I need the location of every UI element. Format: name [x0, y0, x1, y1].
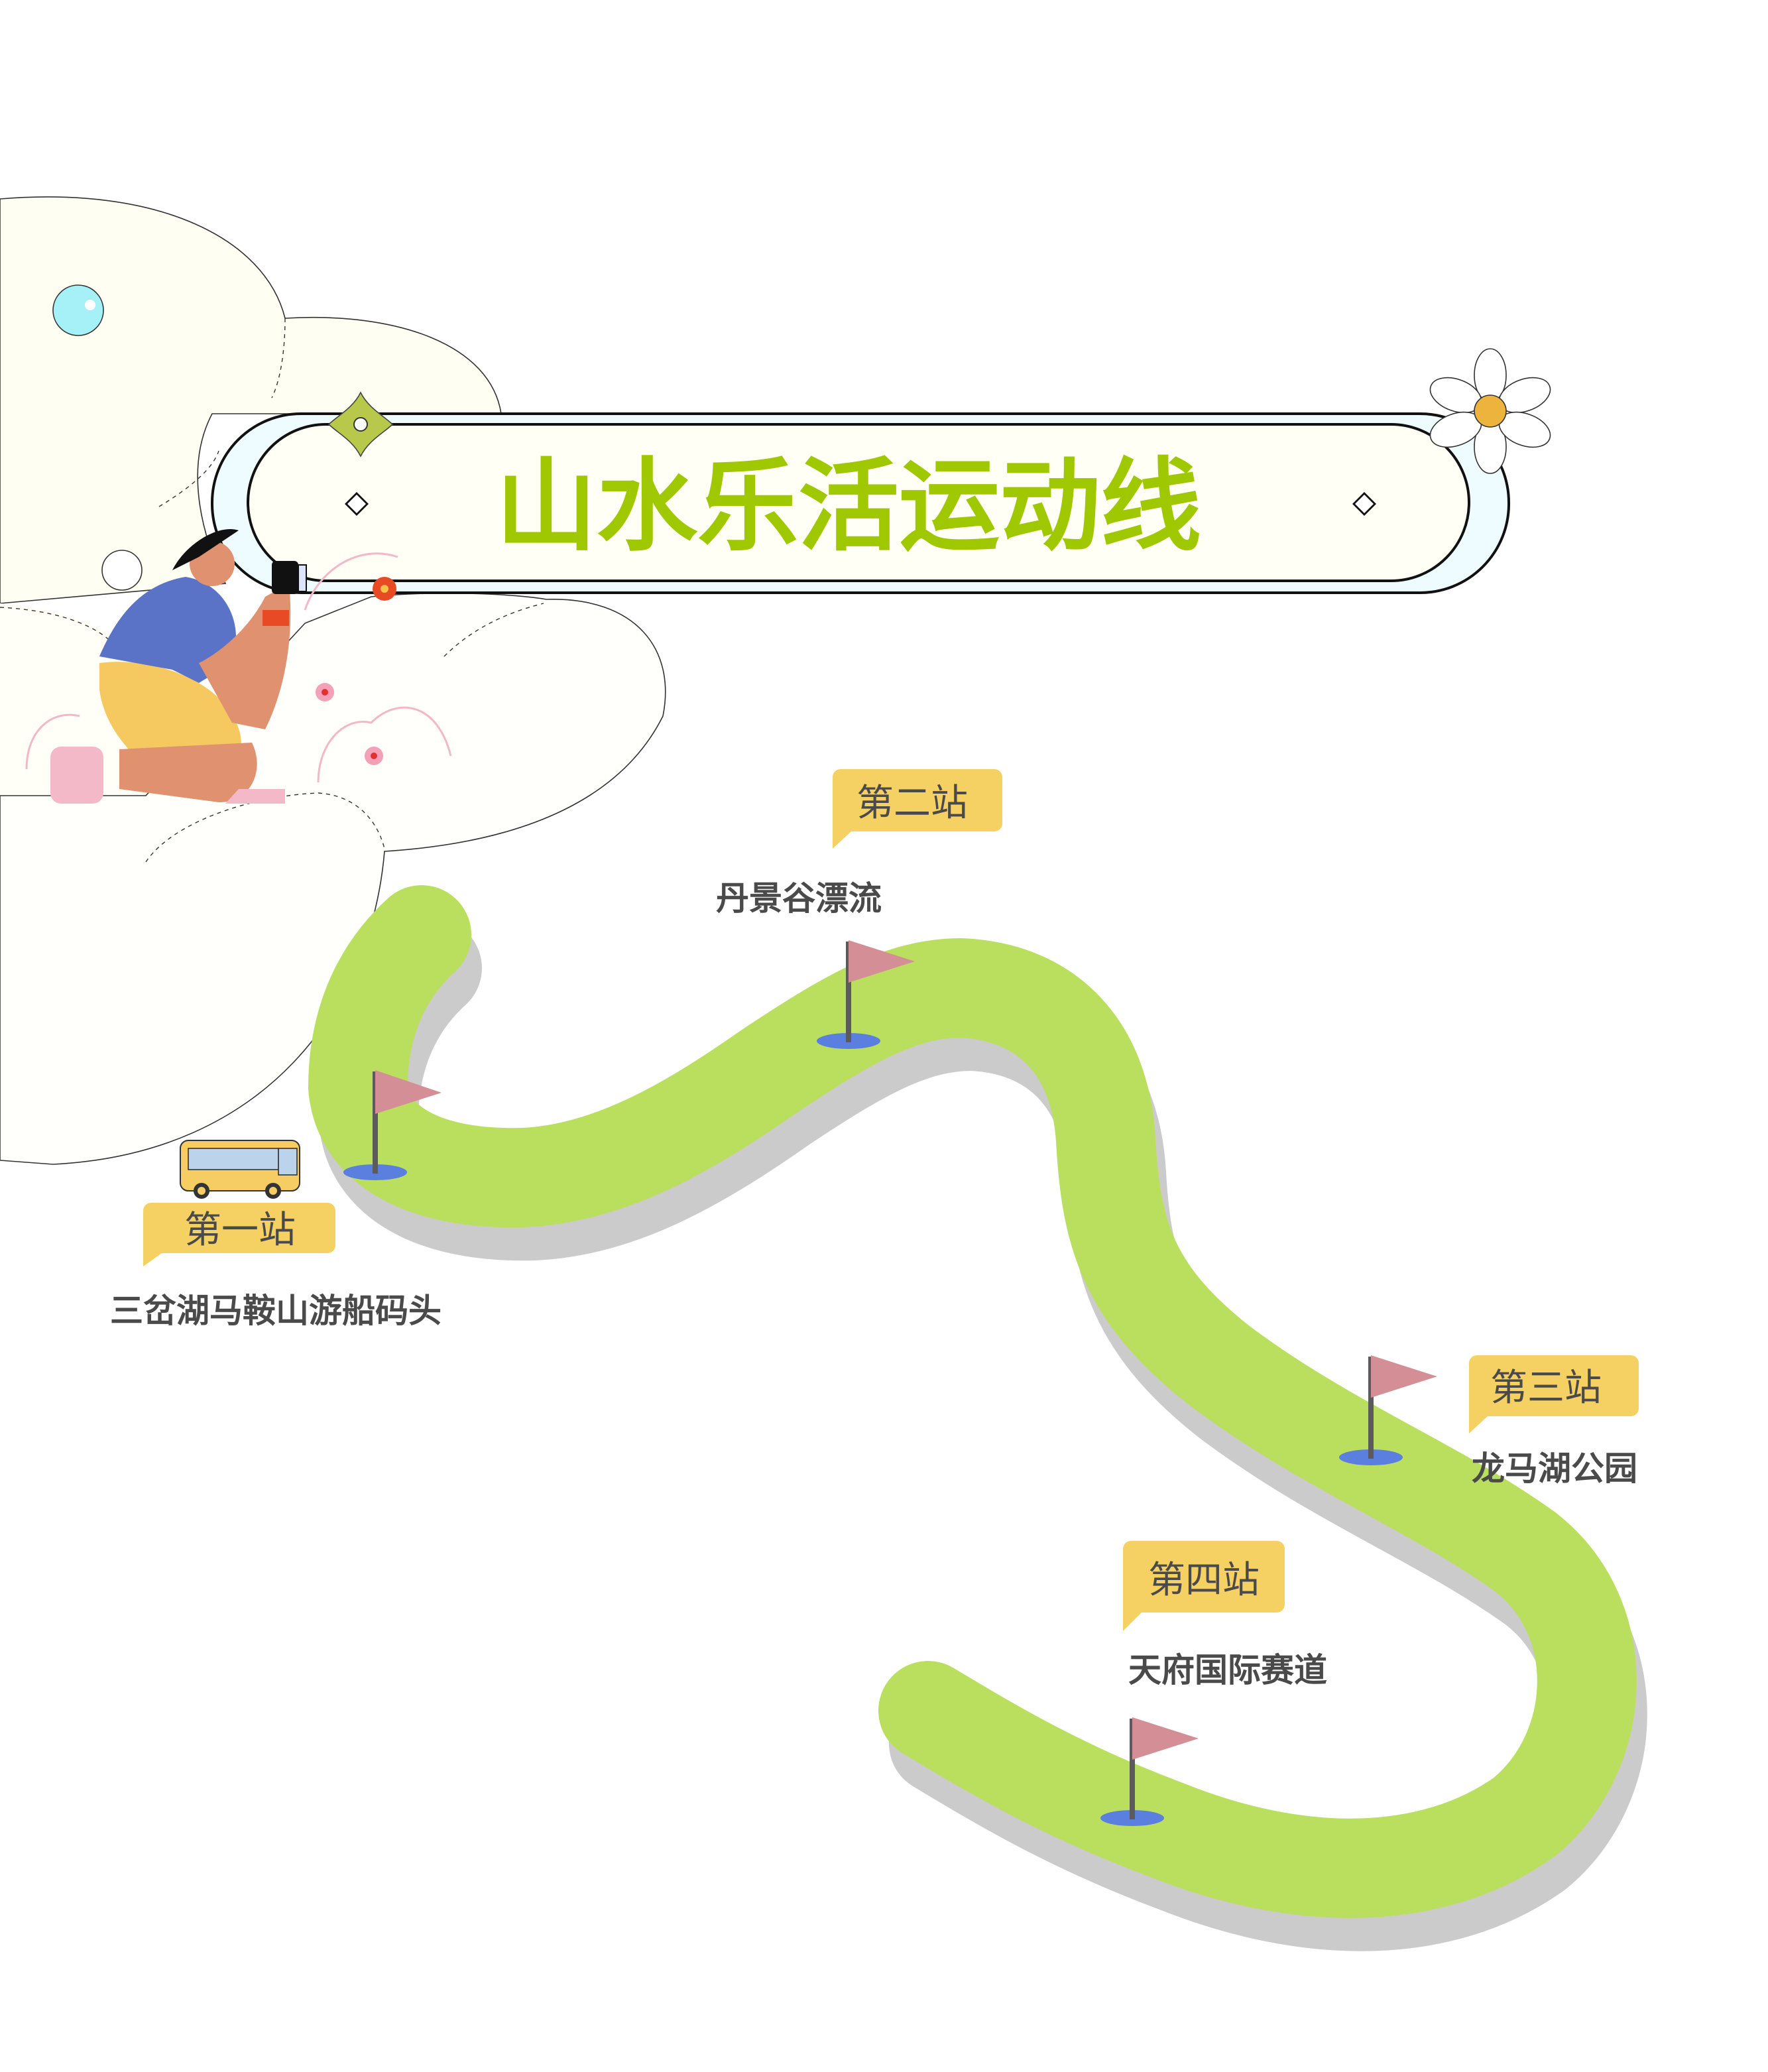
title-banner: 山水乐活运动线	[211, 348, 1551, 594]
diamond-icon	[345, 492, 369, 516]
station-name: 天府国际赛道	[1128, 1651, 1327, 1689]
daisy-icon	[1429, 348, 1551, 474]
station-1: 第一站 三岔湖马鞍山游船码头	[110, 1203, 442, 1330]
station-4: 第四站 天府国际赛道	[1123, 1541, 1327, 1689]
bubble-icon	[52, 284, 104, 336]
station-name: 三岔湖马鞍山游船码头	[110, 1292, 442, 1330]
flag-icon	[817, 940, 915, 1049]
station-2: 第二站 丹景谷漂流	[716, 769, 1002, 918]
bus-icon	[180, 1140, 300, 1199]
clover-icon	[327, 391, 394, 457]
station-name: 龙马湖公园	[1472, 1449, 1637, 1488]
station-badge: 第二站	[856, 782, 968, 825]
bubble-outline-icon	[101, 550, 143, 591]
photographer-illustration	[25, 529, 452, 804]
flag-icon	[1100, 1717, 1199, 1826]
station-3: 第三站 龙马湖公园	[1469, 1355, 1639, 1488]
page-title: 山水乐活运动线	[496, 448, 1201, 565]
station-badge: 第一站	[184, 1209, 296, 1252]
flag-icon	[343, 1070, 442, 1180]
diamond-icon	[1352, 492, 1376, 516]
route-road	[308, 885, 1647, 1951]
station-badge: 第四站	[1148, 1559, 1260, 1602]
cloud-background	[0, 196, 666, 1165]
flag-icon	[1339, 1355, 1437, 1465]
station-badge: 第三站	[1490, 1367, 1602, 1410]
station-name: 丹景谷漂流	[716, 879, 882, 918]
